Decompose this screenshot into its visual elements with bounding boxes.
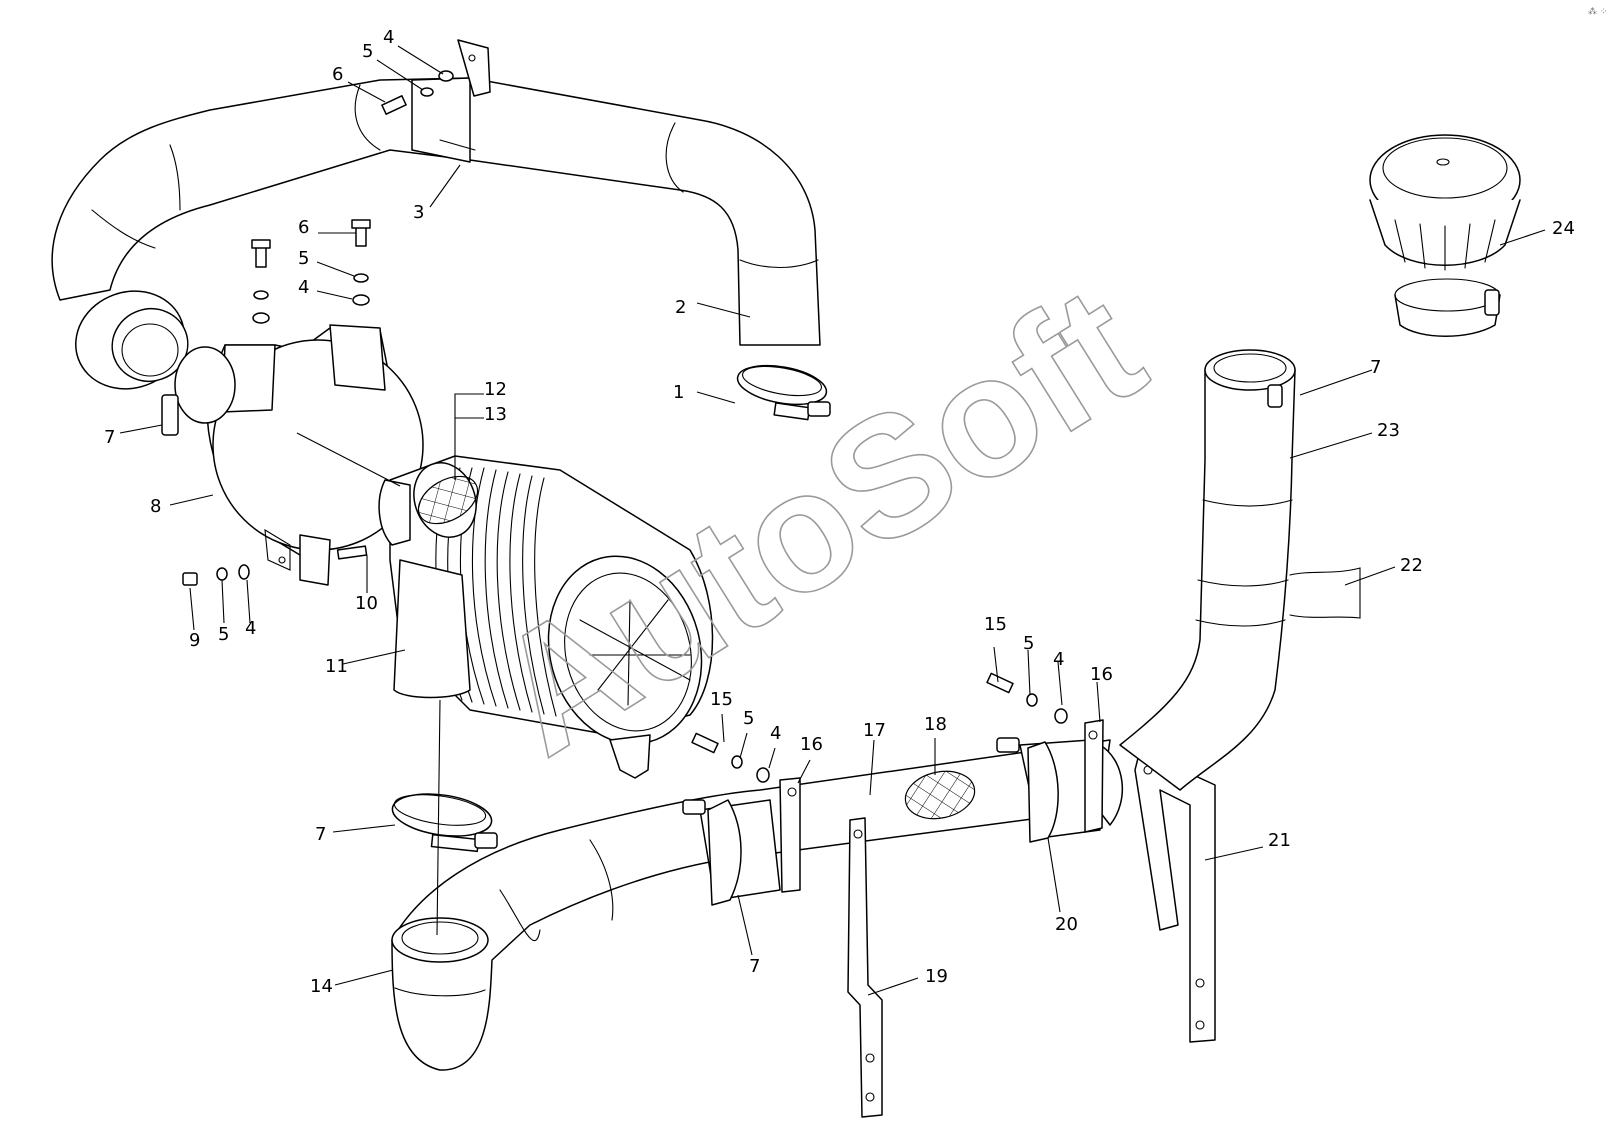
hose-clamp-7-lower [391,793,498,853]
support-bracket-21 [1134,749,1216,1043]
leader-lines [119,45,1546,996]
callout-4-lower-mid: 4 [770,723,781,744]
callout-13: 13 [484,404,507,425]
callout-6-top: 6 [332,64,343,85]
callout-23: 23 [1377,420,1400,441]
corner-mark: ⁂ ⁘ [1588,6,1607,17]
callout-17: 17 [863,720,886,741]
callout-11: 11 [325,656,348,677]
callout-2: 2 [675,297,686,318]
hose-stub-22 [1289,567,1361,619]
callout-14: 14 [310,976,333,997]
callout-8: 8 [150,496,161,517]
callout-24: 24 [1552,218,1575,239]
riser-pipe-23 [1119,349,1296,791]
callout-22: 22 [1400,555,1423,576]
callout-labels: 1 2 3 4 5 6 6 5 4 7 8 9 5 4 10 11 12 13 … [104,27,1575,997]
callout-4-mid: 4 [298,277,309,298]
callout-15-left: 15 [710,689,733,710]
upper-intake-pipe [51,39,821,346]
callout-4-top: 4 [383,27,394,48]
pre-cleaner-24 [1369,134,1521,337]
mounting-bracket [161,324,424,586]
callout-19: 19 [925,966,948,987]
hose-clamp-1 [736,364,831,421]
air-filter-housing [378,455,714,779]
lower-intake-pipe [391,739,1123,1071]
callout-18: 18 [924,714,947,735]
callout-3: 3 [413,202,424,223]
callout-5-mid: 5 [298,248,309,269]
callout-4-right: 4 [1053,649,1064,670]
callout-5-bottom-left: 5 [218,624,229,645]
callout-10: 10 [355,593,378,614]
support-strap-19 [847,817,883,1118]
callout-5-lower-mid: 5 [743,708,754,729]
callout-7-lower-left: 7 [315,824,326,845]
callout-20: 20 [1055,914,1078,935]
callout-1: 1 [673,382,684,403]
callout-16-left: 16 [800,734,823,755]
callout-5-right: 5 [1023,633,1034,654]
callout-7-lower-mid: 7 [749,956,760,977]
pipe-inlet-end [75,290,189,390]
callout-15-right: 15 [984,614,1007,635]
callout-12: 12 [484,379,507,400]
callout-7-right: 7 [1370,357,1381,378]
callout-16-right: 16 [1090,664,1113,685]
callout-21: 21 [1268,830,1291,851]
clip-brackets [779,719,1104,893]
callout-5-top: 5 [362,41,373,62]
callout-4-bottom-left: 4 [245,618,256,639]
fasteners [182,70,1068,906]
callout-9: 9 [189,630,200,651]
callout-6-mid: 6 [298,217,309,238]
callout-7-left: 7 [104,427,115,448]
